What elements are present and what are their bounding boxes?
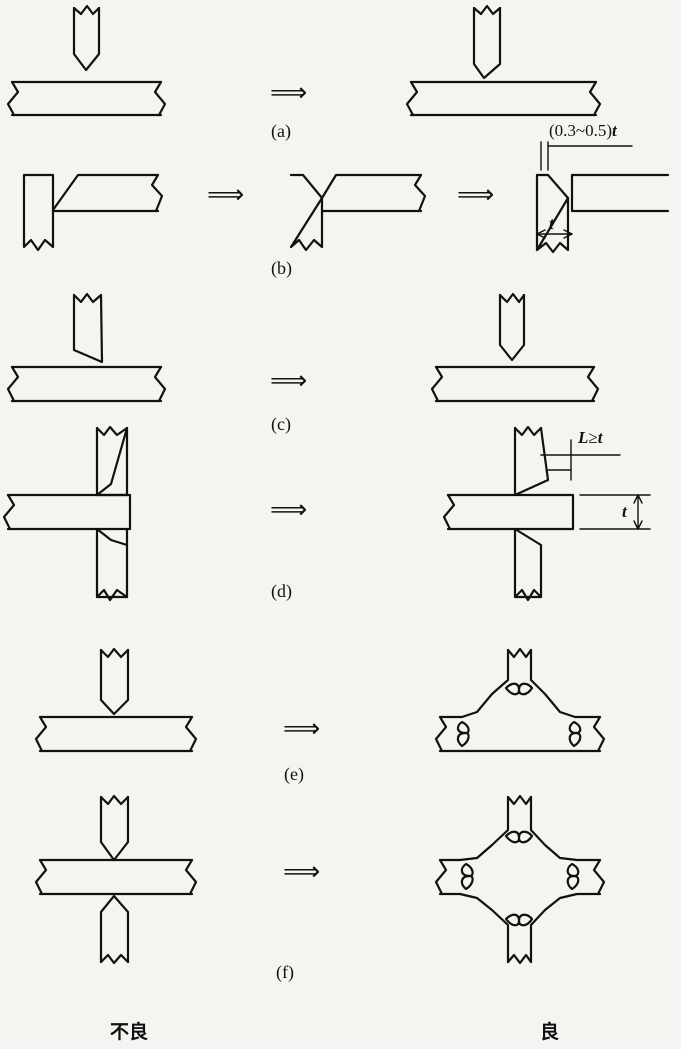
joint-b-step1: [22, 173, 164, 252]
joint-d-good: [442, 425, 651, 602]
dim-weld-offset-range: (0.3~0.5): [549, 121, 613, 140]
caption-good: 良: [540, 1021, 560, 1043]
label-f: (f): [276, 962, 294, 982]
label-e: (e): [284, 764, 304, 784]
joint-a-good: [405, 4, 602, 117]
dim-plate-thickness-b: t: [549, 214, 554, 234]
dim-length-rel: ≥: [588, 428, 598, 447]
dim-weld-offset-var: t: [612, 121, 617, 140]
arrow-e: ⟹: [283, 714, 321, 744]
joint-c-good: [430, 292, 600, 403]
dim-length-prefix: L: [578, 428, 589, 447]
dim-plate-thickness-d-var: t: [622, 502, 627, 521]
label-d: (d): [271, 581, 292, 601]
label-b: (b): [271, 258, 292, 278]
arrow-b2: ⟹: [457, 180, 495, 210]
joint-d-bad: [2, 425, 132, 602]
dim-length-var: t: [597, 428, 603, 447]
caption-bad: 不良: [110, 1021, 149, 1043]
joint-b-step2: [289, 173, 427, 252]
dim-length: L≥t: [578, 428, 602, 448]
dim-weld-offset: (0.3~0.5)t: [549, 121, 617, 141]
arrow-f: ⟹: [283, 857, 321, 887]
label-a: (a): [271, 121, 291, 141]
dim-plate-thickness-d: t: [622, 502, 627, 522]
joint-b-step3: [535, 141, 670, 254]
joint-e-bad: [34, 647, 198, 753]
joint-c-bad: [6, 292, 167, 403]
arrow-d: ⟹: [270, 495, 308, 525]
joint-f-good: [434, 794, 606, 965]
arrow-c: ⟹: [270, 366, 308, 396]
arrow-b1: ⟹: [207, 180, 245, 210]
label-c: (c): [271, 414, 291, 434]
arrow-a: ⟹: [270, 78, 308, 108]
joint-f-bad: [34, 794, 198, 965]
joint-a-bad: [6, 4, 167, 117]
joint-e-good: [434, 647, 606, 753]
dim-plate-thickness-b-var: t: [549, 214, 554, 233]
